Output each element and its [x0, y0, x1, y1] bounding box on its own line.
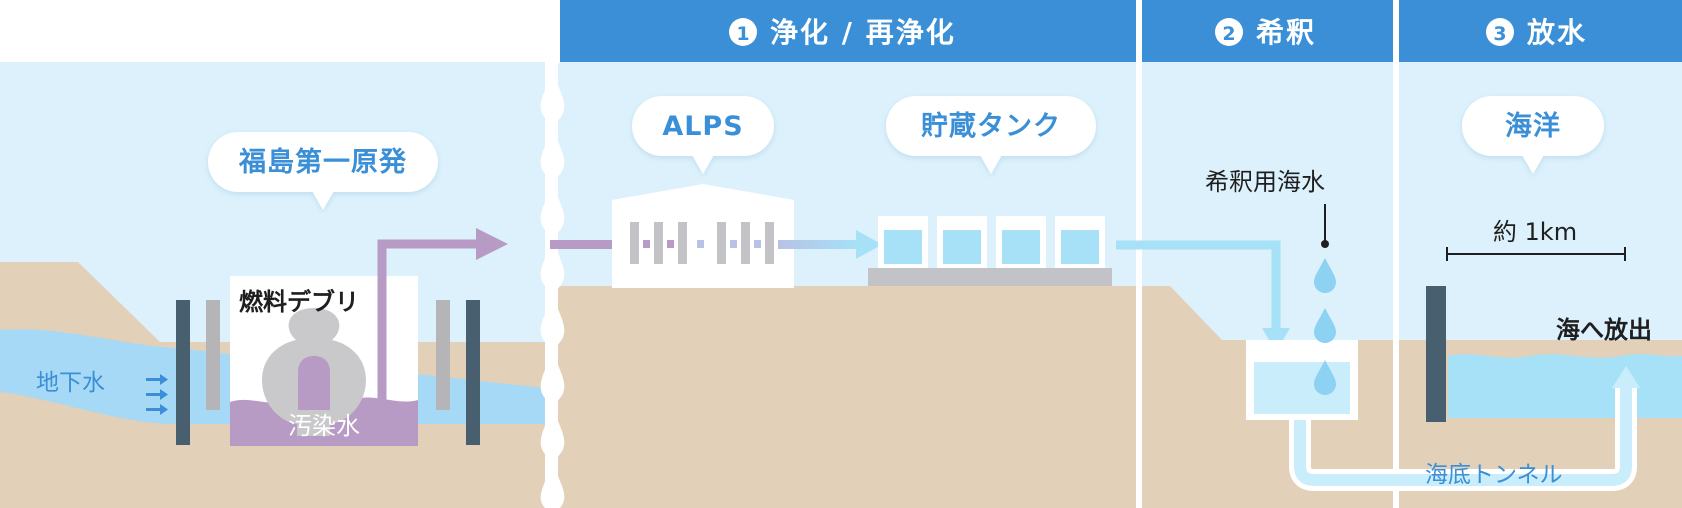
header-step2-title: 2 希釈: [1215, 16, 1316, 49]
header-step1-label: 浄化 / 再浄化: [770, 16, 956, 49]
wavy-divider: [540, 0, 565, 508]
contaminated-pipe-arrow: [476, 228, 508, 260]
tunnel-label: 海底トンネル: [1425, 462, 1563, 488]
wall-left-inner: [206, 300, 220, 410]
svg-text:1: 1: [736, 23, 749, 45]
distance-bar: [1446, 247, 1626, 261]
svg-text:3: 3: [1493, 23, 1506, 45]
bubble-alps: [632, 96, 774, 174]
undersea-tunnel-water: [1294, 386, 1632, 486]
bubble-plant-label: 福島第一原発: [238, 146, 407, 178]
header-step1: [560, 0, 1136, 62]
pipe-to-tanks: [778, 240, 858, 249]
bubble-ocean-label: 海洋: [1505, 110, 1561, 142]
sea-wall: [1426, 286, 1446, 422]
contaminated-water-label: 汚染水: [288, 412, 360, 440]
storage-tanks: [878, 216, 1105, 268]
header-step3-label: 放水: [1526, 16, 1587, 49]
alps-filters: [630, 222, 774, 264]
wall-right-inner: [436, 300, 450, 410]
debris-label: 燃料デブリ: [239, 288, 359, 316]
bubble-ocean: [1462, 96, 1604, 174]
divider-1: [1136, 0, 1142, 508]
bubble-tank: [886, 96, 1096, 174]
dilution-tank-water: [1254, 362, 1350, 414]
contaminated-pipe: [377, 239, 478, 402]
header-step1-title: 1 浄化 / 再浄化: [729, 16, 956, 49]
header-step2: [1142, 0, 1393, 62]
bubble-alps-label: ALPS: [662, 111, 743, 142]
ground-right: [558, 286, 1682, 508]
outlet-arrow: [1612, 366, 1640, 388]
dilution-seawater-label: 希釈用海水: [1205, 168, 1325, 196]
pipe-to-tanks-arrow: [856, 230, 882, 259]
distance-label: 約 1km: [1493, 218, 1577, 246]
pipe-to-alps: [550, 240, 630, 249]
header-step2-label: 希釈: [1256, 16, 1316, 49]
header-step3-title: 3 放水: [1486, 16, 1587, 49]
reactor-core: [298, 356, 330, 410]
discharge-label: 海へ放出: [1556, 316, 1652, 344]
wall-left-outer: [176, 300, 190, 445]
seawater-pointer-dot: [1321, 240, 1329, 248]
groundwater-label: 地下水: [36, 370, 105, 396]
water-drops: [1314, 258, 1336, 395]
groundwater-arrows: [146, 374, 168, 415]
bubble-tank-label: 貯蔵タンク: [921, 111, 1061, 142]
pipe-to-dilution: [1116, 240, 1281, 330]
divider-2: [1393, 0, 1399, 508]
header-step3: [1399, 0, 1682, 62]
wall-right-outer: [466, 300, 480, 445]
bubble-plant: [208, 132, 438, 210]
sea: [1448, 354, 1682, 418]
tank-platform: [868, 268, 1112, 286]
svg-text:2: 2: [1222, 23, 1235, 45]
